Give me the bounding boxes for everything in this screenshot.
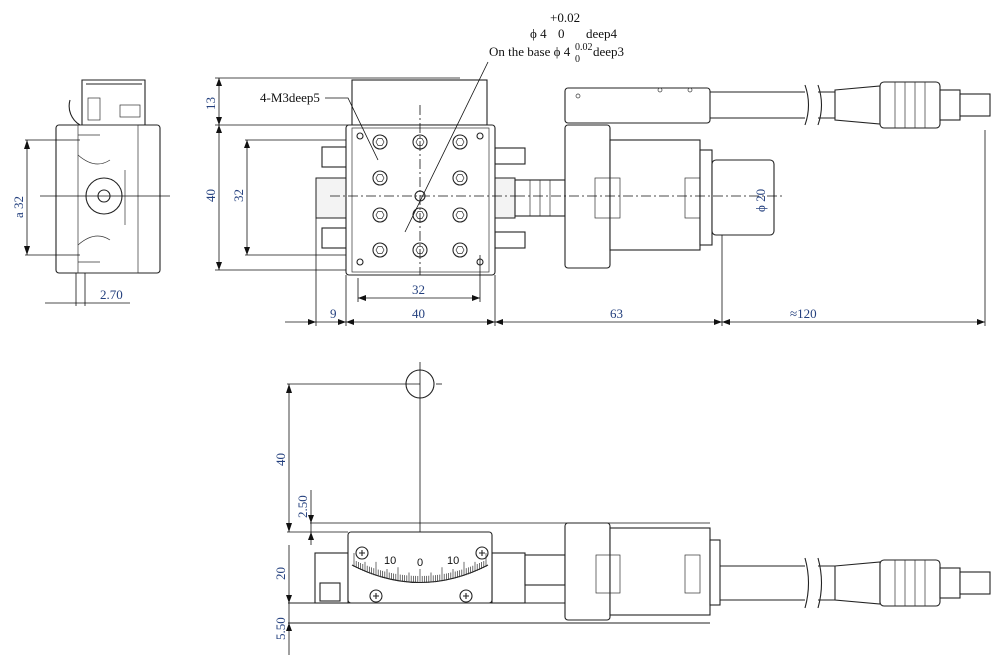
bore-tol-upper: +0.02	[550, 10, 580, 25]
tapped-hole-icon	[476, 132, 484, 140]
dim-5-50: 5.50	[273, 617, 288, 640]
scale-label-right: 10	[447, 555, 459, 567]
screw-icon	[475, 546, 489, 560]
hex-socket-hole-icon	[452, 134, 468, 150]
hex-socket-hole-icon	[372, 170, 388, 186]
tapped-hole-icon	[356, 258, 364, 266]
hex-socket-hole-icon	[452, 242, 468, 258]
dim-40-width: 40	[412, 306, 425, 321]
dim-32-height: 32	[231, 189, 246, 202]
dim-2-50: 2.50	[295, 495, 310, 518]
bore-tol-lower: 0	[558, 26, 565, 41]
base-tol-lower: 0	[575, 54, 580, 65]
base-tol-upper: 0.02	[575, 42, 593, 53]
screw-icon	[459, 589, 473, 603]
side-view: a 32 2.70	[11, 79, 170, 306]
scale-label-left: 10	[384, 555, 396, 567]
dim-20: 20	[273, 567, 288, 580]
base-bore-label: On the base ϕ 4	[489, 44, 571, 59]
dim-40-height: 40	[203, 189, 218, 202]
screw-icon	[369, 589, 383, 603]
hex-socket-hole-icon	[372, 134, 388, 150]
screw-icon	[355, 546, 369, 560]
top-view: 13 40 32 4-M3deep5 +0.02 ϕ 4 0 deep4 On …	[203, 10, 991, 326]
bore-depth: deep4	[586, 26, 618, 41]
dim-32-width: 32	[412, 282, 425, 297]
dim-2-70: 2.70	[100, 287, 123, 302]
hex-socket-hole-icon	[452, 170, 468, 186]
hex-socket-hole-icon	[452, 207, 468, 223]
dim-63: 63	[610, 306, 623, 321]
dim-a32: a 32	[11, 196, 26, 218]
tapped-holes-label: 4-M3deep5	[260, 90, 320, 105]
base-depth: deep3	[593, 44, 624, 59]
scale-label-center: 0	[417, 557, 423, 569]
shaft-diameter: ϕ 20	[753, 189, 768, 212]
dim-9: 9	[330, 306, 337, 321]
hex-socket-hole-icon	[372, 242, 388, 258]
tapped-hole-icon	[356, 132, 364, 140]
dim-40-rotation: 40	[273, 453, 288, 466]
front-view: 40 2.50 20 5.50 10 0 10	[273, 362, 991, 655]
dim-13: 13	[203, 97, 218, 110]
hex-socket-hole-icon	[372, 207, 388, 223]
dim-120: ≈120	[790, 306, 817, 321]
bore-label: ϕ 4	[530, 26, 547, 41]
